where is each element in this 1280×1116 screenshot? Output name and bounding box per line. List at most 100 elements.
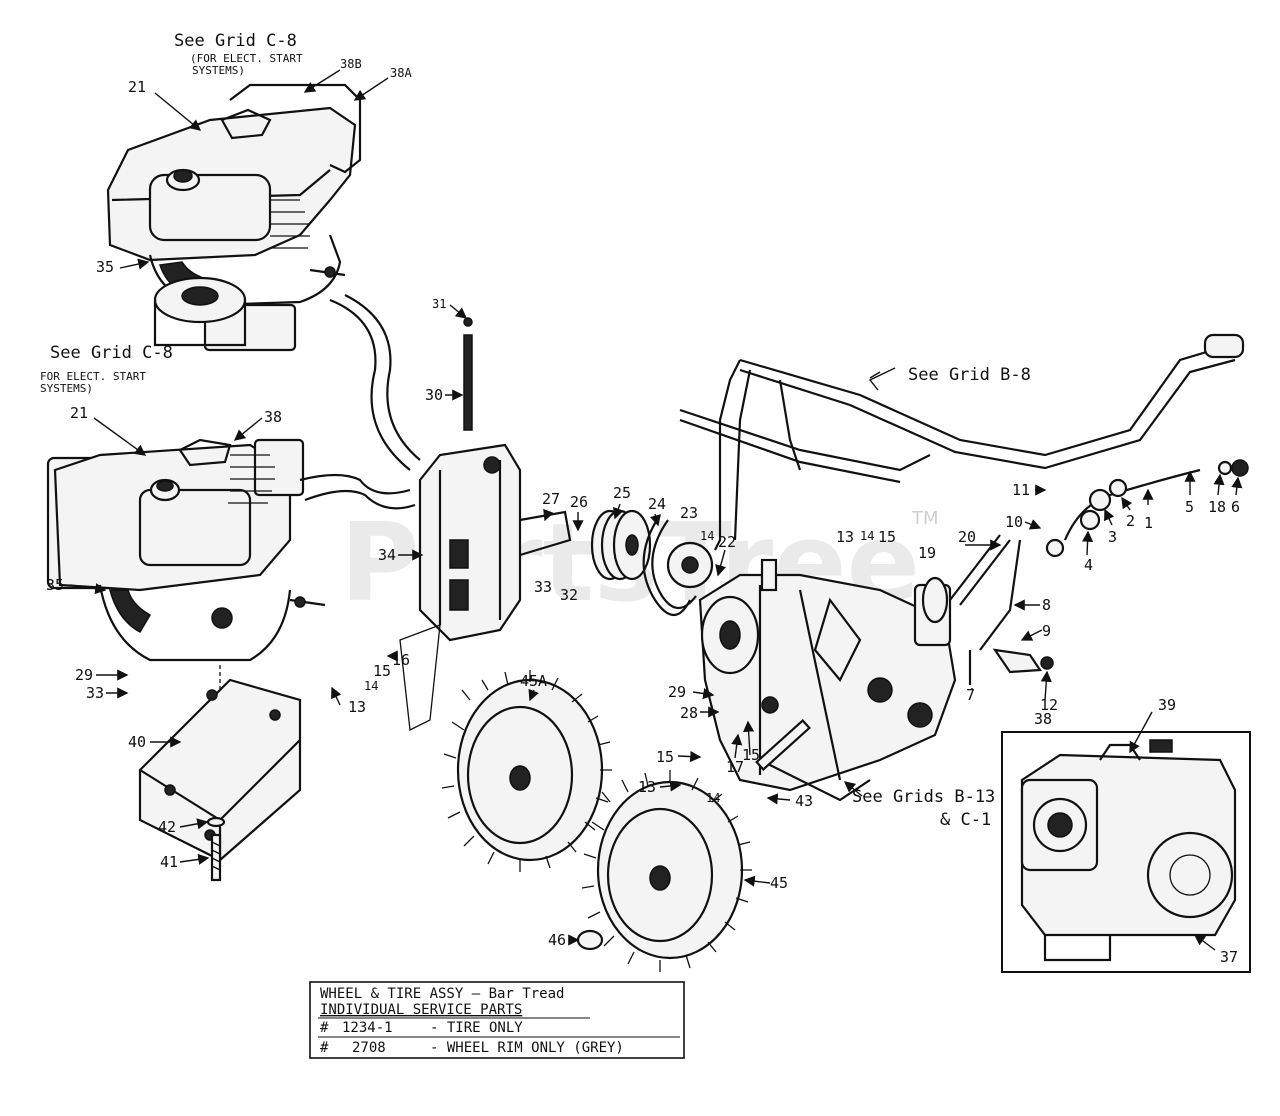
callout-4: 4 [1084,556,1093,574]
callout-40: 40 [128,733,146,751]
callout-41: 41 [160,853,178,871]
callout-27: 27 [542,490,560,508]
callout-1: 1 [1144,514,1153,532]
callout-38: 38 [1034,710,1052,728]
table-row-symbol: # [320,1020,329,1036]
callout-9: 9 [1042,622,1051,640]
note-elect-start-mid-2: SYSTEMS) [40,382,93,395]
wheel-45 [581,770,752,972]
callout-35: 35 [96,258,114,276]
callout-39: 39 [1158,696,1176,714]
handlebar [679,333,1245,551]
note-grid-b8: See Grid B-8 [908,365,1031,385]
callout-6: 6 [1231,498,1240,516]
callout-13: 13 [348,698,366,716]
callout-38: 38 [264,408,282,426]
note-grid-c8-mid: See Grid C-8 [50,343,173,363]
table-row-part: 1234-1 [342,1020,393,1036]
callout-29: 29 [75,666,93,684]
table-row-desc: - TIRE ONLY [430,1020,523,1036]
table-row-part: 2708 [352,1040,386,1056]
callout-14: 14 [364,679,378,693]
sprocket-23 [666,541,714,589]
grid-notes: See Grid C-8 (FOR ELECT. START SYSTEMS) … [40,31,1031,830]
note-grids-c1: & C-1 [940,810,991,830]
bolt-41 [206,816,226,882]
watermark-tm: TM [911,508,939,529]
callout-17: 17 [726,758,744,776]
callout-33: 33 [534,578,552,596]
callout-28: 28 [680,704,698,722]
callout-13: 13 [836,528,854,546]
shift-rod-8 [979,539,1022,651]
inset-engine [1001,731,1251,973]
note-grids-b13: See Grids B-13 [852,787,995,807]
callout-11: 11 [1012,481,1030,499]
table-subtitle: INDIVIDUAL SERVICE PARTS [320,1002,522,1018]
mounting-plate [138,665,302,862]
cap-46 [576,929,604,951]
table-row-desc: - WHEEL RIM ONLY (GREY) [430,1040,624,1056]
callout-15: 15 [373,662,391,680]
callout-18: 18 [1208,498,1226,516]
callout-46: 46 [548,931,566,949]
callout-26: 26 [570,493,588,511]
callout-19: 19 [918,544,936,562]
callout-35: 35 [46,576,64,594]
callout-12: 12 [1040,696,1058,714]
bolt-30 [463,317,473,431]
axle-43 [755,718,811,772]
callout-33: 33 [86,684,104,702]
callout-15: 15 [656,748,674,766]
callout-15: 15 [742,746,760,764]
callout-14: 14 [700,529,714,543]
cable [1063,468,1201,541]
callout-30: 30 [425,386,443,404]
callout-25: 25 [613,484,631,502]
callout-29: 29 [668,683,686,701]
note-elect-start-mid-1: FOR ELECT. START [40,370,146,383]
callout-38a: 38A [390,66,412,80]
callout-22: 22 [718,533,736,551]
callout-8: 8 [1042,596,1051,614]
note-elect-start-top-2: SYSTEMS) [192,64,245,77]
callout-14: 14 [706,791,720,805]
service-parts-table: WHEEL & TIRE ASSY — Bar Tread INDIVIDUAL… [309,981,685,1059]
callout-38b: 38B [340,57,362,71]
callout-5: 5 [1185,498,1194,516]
callout-37: 37 [1220,948,1238,966]
pulley-25 [590,509,652,581]
callout-20: 20 [958,528,976,546]
note-elect-start-top-1: (FOR ELECT. START [190,52,303,65]
belt-24 [642,514,691,617]
table-title: WHEEL & TIRE ASSY — Bar Tread [320,986,564,1002]
callout-42: 42 [158,818,176,836]
callout-14: 14 [860,529,874,543]
note-grid-c8-top: See Grid C-8 [174,31,297,51]
callout-3: 3 [1108,528,1117,546]
callout-10: 10 [1005,513,1023,531]
callout-24: 24 [648,495,666,513]
callout-21: 21 [70,404,88,422]
transmission [698,558,957,802]
callout-45a: 45A [520,672,547,690]
callout-43: 43 [795,792,813,810]
callout-34: 34 [378,546,396,564]
callout-15: 15 [878,528,896,546]
callout-45: 45 [770,874,788,892]
leader-lines [69,69,1243,951]
callout-23: 23 [680,504,698,522]
callout-13: 13 [638,778,656,796]
callout-labels: 21 38B 38A 35 21 38 35 29 33 40 42 41 31… [46,57,1240,966]
table-row-symbol: # [320,1040,329,1056]
bracket-34 [399,443,572,731]
callout-31: 31 [432,297,446,311]
engine-middle [46,276,326,662]
callout-32: 32 [560,586,578,604]
callout-16: 16 [392,651,410,669]
callout-7: 7 [966,686,975,704]
callout-2: 2 [1126,512,1135,530]
wheel-45a [441,670,612,872]
callout-21: 21 [128,78,146,96]
